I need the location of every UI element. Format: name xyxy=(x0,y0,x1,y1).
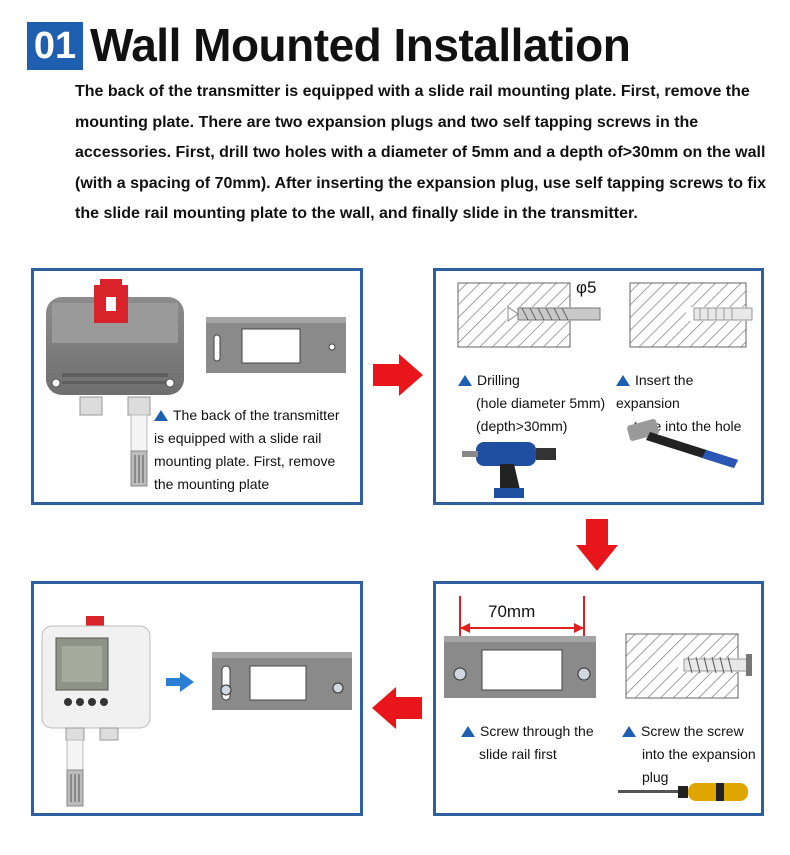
triangle-bullet-icon xyxy=(154,410,168,421)
mounting-plate-image xyxy=(206,317,346,373)
screwdriver-icon xyxy=(618,783,748,801)
screw-in-plug-diagram xyxy=(625,633,752,699)
transmitter-front-image xyxy=(41,616,151,807)
spacing-label: 70mm xyxy=(488,602,536,621)
left-arrow-icon xyxy=(372,687,422,729)
wall-plug-diagram xyxy=(629,282,753,348)
step-panel-slide-in xyxy=(31,581,363,816)
spacing-dimension xyxy=(444,596,596,698)
step1-caption: The back of the transmitter is equipped … xyxy=(154,407,340,492)
hammer-icon xyxy=(627,419,738,468)
mounted-plate-image xyxy=(212,652,352,710)
section-number: 01 xyxy=(27,22,83,70)
step-panel-remove-plate: The back of the transmitter is equipped … xyxy=(31,268,363,505)
wall-drill-diagram xyxy=(457,282,601,348)
blue-right-arrow-icon xyxy=(166,672,194,692)
step-panel-drill: φ5 Drilling (hole diameter 5mm) (depth>3… xyxy=(433,268,764,505)
triangle-bullet-icon xyxy=(622,726,636,737)
step-panel-screw: 70mm Screw through the slide rail first … xyxy=(433,581,764,816)
intro-paragraph: The back of the transmitter is equipped … xyxy=(75,83,767,222)
right-arrow-icon xyxy=(373,354,423,396)
diameter-label: φ5 xyxy=(576,278,597,297)
transmitter-back-image xyxy=(46,279,184,487)
page-title: Wall Mounted Installation xyxy=(90,19,631,71)
screw-plug-caption: Screw the screw into the expansion plug xyxy=(622,720,756,789)
screw-rail-caption: Screw through the slide rail first xyxy=(461,720,594,766)
down-arrow-icon xyxy=(576,519,618,571)
triangle-bullet-icon xyxy=(616,375,630,386)
triangle-bullet-icon xyxy=(458,375,472,386)
drill-caption: Drilling (hole diameter 5mm) (depth>30mm… xyxy=(458,369,605,438)
triangle-bullet-icon xyxy=(461,726,475,737)
electric-drill-icon xyxy=(462,442,556,498)
insert-caption: Insert the expansion tube into the hole xyxy=(616,372,742,434)
